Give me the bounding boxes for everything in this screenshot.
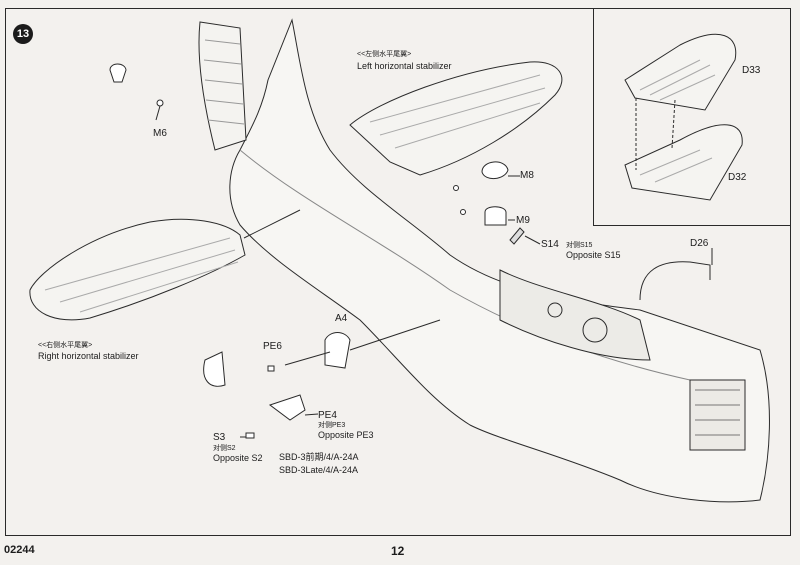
product-code: 02244 (4, 544, 35, 556)
version-note-early: SBD-3前期/4/A-24A (279, 452, 359, 462)
part-s14-opposite-cn: 对侧S15 (566, 242, 593, 249)
s14-part-drawing (509, 227, 525, 245)
part-s3-opposite-cn: 对侧S2 (213, 445, 236, 452)
part-m9-label: M9 (516, 215, 530, 226)
part-m6-label: M6 (153, 128, 167, 139)
left-stabilizer-label-cn: <<左侧水平尾翼> (357, 51, 412, 58)
diagram-frame (5, 8, 791, 536)
d26-part-drawing (639, 261, 711, 301)
left-horizontal-stabilizer (349, 61, 563, 176)
detail-inset-frame (593, 8, 791, 226)
fuselage-spine (239, 149, 691, 381)
d32-part-drawing (624, 124, 743, 201)
part-d33-label: D33 (742, 65, 761, 76)
part-a4-label: A4 (335, 313, 348, 324)
version-note-late: SBD-3Late/4/A-24A (279, 465, 359, 475)
part-pe4-label: PE4 (318, 410, 337, 421)
part-d26-label: D26 (690, 238, 709, 249)
part-s3-opposite: Opposite S2 (213, 453, 263, 463)
part-s3-label: S3 (213, 432, 226, 443)
page-number: 12 (391, 544, 405, 558)
part-pe6-label: PE6 (263, 341, 282, 352)
m9-part-drawing (484, 206, 507, 226)
left-stabilizer-label: Left horizontal stabilizer (357, 61, 452, 71)
part-pe4-opposite: Opposite PE3 (318, 430, 374, 440)
part-s14-label: S14 (541, 239, 559, 250)
m8-part-drawing (481, 161, 509, 179)
m6-part-drawing (109, 63, 127, 83)
right-stabilizer-label-cn: <<右侧水平尾翼> (38, 342, 93, 349)
step-number-badge: 13 (13, 24, 33, 44)
a4-part-drawing (324, 332, 351, 369)
cockpit-area (499, 269, 651, 361)
d33-part-drawing (624, 33, 737, 111)
pe6-part-drawing (203, 351, 226, 387)
fuselage-outline (229, 18, 770, 503)
part-s14-opposite: Opposite S15 (566, 250, 621, 260)
pe4-part-drawing (268, 394, 306, 421)
right-stabilizer-label: Right horizontal stabilizer (38, 351, 139, 361)
part-d32-label: D32 (728, 172, 747, 183)
part-m8-label: M8 (520, 170, 534, 181)
part-pe4-opposite-cn: 对侧PE3 (318, 422, 346, 429)
vertical-fin (198, 21, 247, 151)
